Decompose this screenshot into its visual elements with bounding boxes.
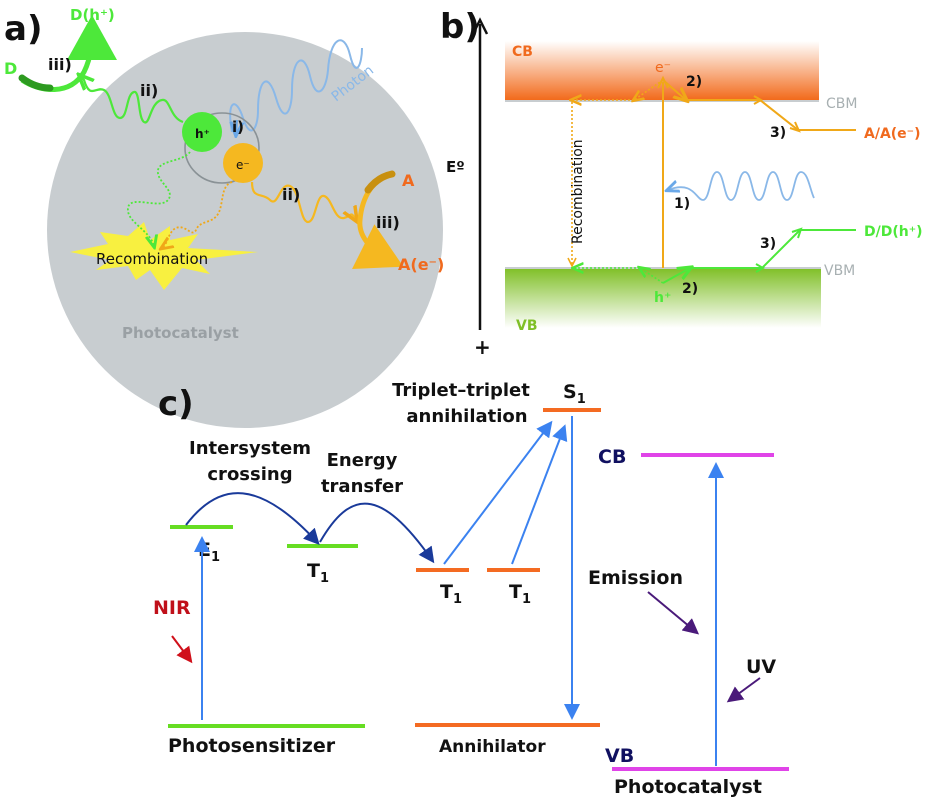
donor-oxidized-label: D(h⁺)	[70, 6, 115, 24]
annihilator-label: Annihilator	[439, 737, 546, 757]
tta-arrow-1	[443, 420, 553, 565]
vb-label-c: VB	[605, 745, 634, 767]
photocatalyst-particle	[47, 32, 443, 428]
energy-transfer-arc-arrow	[319, 502, 435, 564]
electron-recombination-path	[162, 181, 233, 248]
cb-label-c: CB	[598, 446, 626, 468]
recombination-burst-icon	[70, 222, 258, 290]
acceptor-label: A	[402, 171, 415, 190]
tta-arrow-2	[511, 424, 568, 565]
panel-b: b) Eº + CB CBM VB VBM e⁻ 2) 3) A/A(e⁻)	[440, 7, 923, 359]
uv-label: UV	[746, 656, 776, 678]
tta-label-line2: annihilation	[406, 406, 527, 427]
step-2-vb-label: 2)	[682, 281, 698, 297]
tta-label-line1: Triplet–triplet	[392, 380, 530, 401]
vb-migration-right	[662, 268, 690, 284]
step-2-cb-label: 2)	[686, 74, 702, 90]
isc-arc-arrow	[185, 492, 320, 545]
step-ii-hole-label: ii)	[140, 81, 158, 100]
photocatalyst-label-c: Photocatalyst	[614, 776, 762, 798]
exciton-ring-icon	[184, 112, 260, 184]
uv-pointer-arrow	[726, 677, 761, 703]
panel-c: c) Intersystem crossing Energy transfer …	[153, 380, 789, 798]
donor-label: D	[4, 59, 17, 78]
vbm-label: VBM	[824, 263, 855, 279]
panel-a: a) Photocatalyst Photon i) h⁺ e⁻ ii) ii)…	[4, 6, 444, 428]
panel-a-label: a)	[4, 9, 42, 49]
t1-annihilator-label-2: T1	[509, 581, 531, 607]
vb-hole-label: h⁺	[654, 290, 671, 306]
photon-arrow-icon	[236, 119, 237, 134]
step-1-label: 1)	[674, 196, 690, 212]
recombination-label: Recombination	[96, 250, 208, 268]
vb-label: VB	[516, 318, 538, 334]
hole-recombination-path	[127, 151, 191, 246]
t1-photosensitizer-label: T1	[307, 560, 329, 586]
nir-label: NIR	[153, 597, 191, 619]
et-label-line1: Energy	[327, 450, 398, 471]
cbm-label: CBM	[826, 96, 857, 112]
isc-label-line1: Intersystem	[189, 438, 311, 459]
donor-arrow-tail	[18, 74, 54, 92]
s1-label: S1	[563, 381, 586, 407]
step-iii-acceptor-label: iii)	[376, 213, 400, 232]
cb-electron-label: e⁻	[655, 60, 671, 76]
hole-particle-icon	[182, 112, 222, 152]
energy-axis-label: Eº	[446, 158, 465, 176]
panel-c-label: c)	[158, 384, 194, 424]
energy-axis-arrow-icon	[471, 17, 489, 35]
acceptor-arrowhead-icon	[789, 121, 801, 133]
photon-wave-b-icon	[668, 171, 815, 201]
electron-label: e⁻	[236, 158, 250, 172]
step-3-acceptor-label: 3)	[770, 125, 786, 141]
cb-migration-right	[662, 79, 686, 100]
et-label-line2: transfer	[321, 476, 403, 497]
photon-wave-icon	[229, 39, 363, 133]
hole-migration-path	[80, 76, 184, 124]
energy-axis-sign: +	[474, 335, 491, 359]
electron-particle-icon	[223, 143, 263, 183]
acceptor-reduced-label: A(e⁻)	[398, 255, 444, 274]
valence-band	[505, 268, 821, 328]
cb-migration-left	[634, 79, 664, 100]
electron-migration-path	[250, 181, 356, 222]
nir-pointer-arrow	[171, 635, 193, 664]
step-iii-donor-label: iii)	[48, 55, 72, 74]
photosensitizer-label: Photosensitizer	[168, 735, 336, 757]
acceptor-arrow-tail	[364, 170, 396, 194]
emission-label: Emission	[588, 567, 683, 589]
acceptor-couple-label: A/A(e⁻)	[864, 126, 920, 142]
emission-pointer-arrow	[647, 591, 700, 635]
step-i-label: i)	[232, 118, 244, 136]
step-ii-electron-label: ii)	[282, 185, 300, 204]
t1-annihilator-label-1: T1	[440, 581, 462, 607]
step-3-donor-label: 3)	[760, 236, 776, 252]
isc-label-line2: crossing	[207, 464, 292, 485]
donor-couple-label: D/D(h⁺)	[864, 224, 923, 240]
excitation-arrowhead-icon	[657, 75, 669, 89]
photocatalyst-label: Photocatalyst	[122, 324, 239, 342]
recombination-vertical-label: Recombination	[570, 139, 586, 244]
vb-migration-left	[640, 268, 664, 284]
donor-arrowhead-icon	[791, 227, 803, 239]
panel-b-label: b)	[440, 7, 480, 47]
hole-label: h⁺	[195, 127, 210, 141]
cb-label: CB	[512, 44, 533, 60]
